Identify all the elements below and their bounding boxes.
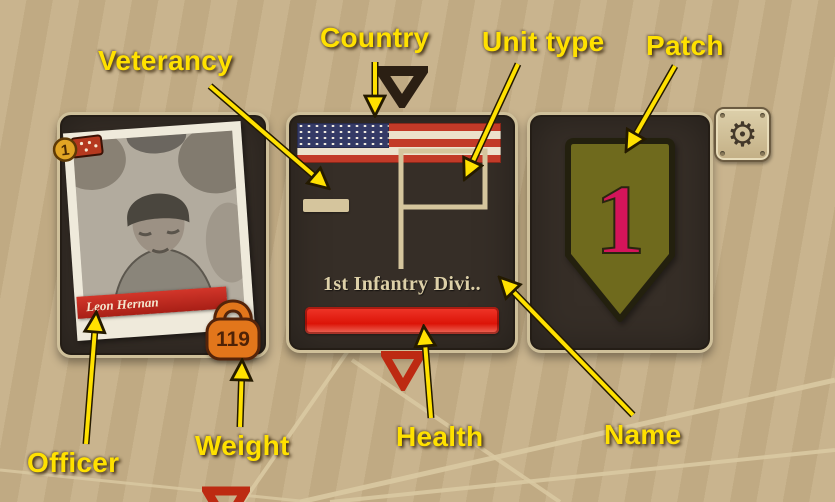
weight-badge: 119 bbox=[203, 295, 263, 363]
annotation-weight: Weight bbox=[195, 430, 290, 461]
annotation-patch: Patch bbox=[646, 30, 724, 61]
weight-value: 119 bbox=[216, 328, 250, 351]
patch-number: 1 bbox=[595, 164, 645, 275]
screw-icon bbox=[760, 113, 765, 118]
health-bar bbox=[305, 307, 499, 334]
annotation-veterancy: Veterancy bbox=[98, 45, 234, 76]
unit-name: 1st Infantry Divi.. bbox=[323, 273, 481, 295]
selection-marker-top-icon[interactable] bbox=[376, 66, 428, 108]
flag-canton-stars bbox=[297, 123, 389, 148]
annotation-health: Health bbox=[396, 421, 484, 452]
screw-icon bbox=[720, 113, 725, 118]
officer-rank-badge: 1 bbox=[50, 126, 106, 170]
officer-name: Leon Hernan bbox=[85, 294, 160, 315]
division-patch-icon: 1 bbox=[565, 138, 675, 322]
kettlebell-icon: 119 bbox=[205, 299, 261, 361]
settings-button[interactable]: ⚙ bbox=[714, 107, 771, 162]
screw-icon bbox=[720, 151, 725, 156]
unit-type-symbol-icon bbox=[398, 148, 488, 269]
veterancy-bar bbox=[303, 199, 349, 212]
annotation-officer: Officer bbox=[27, 447, 120, 478]
patch-card[interactable]: 1 bbox=[527, 112, 713, 353]
selection-marker-bottom-icon[interactable] bbox=[381, 351, 425, 391]
map-marker-partial-icon[interactable] bbox=[202, 486, 250, 502]
rank-badge-value: 1 bbox=[60, 142, 70, 160]
annotation-unit-type: Unit type bbox=[482, 26, 605, 57]
medal-icon: 1 bbox=[52, 134, 104, 162]
gear-icon: ⚙ bbox=[727, 115, 758, 154]
annotation-name: Name bbox=[604, 419, 682, 450]
arrow-weight bbox=[240, 364, 242, 428]
unit-card[interactable]: 1st Infantry Divi.. bbox=[286, 112, 518, 353]
screw-icon bbox=[760, 151, 765, 156]
annotation-country: Country bbox=[320, 22, 430, 53]
